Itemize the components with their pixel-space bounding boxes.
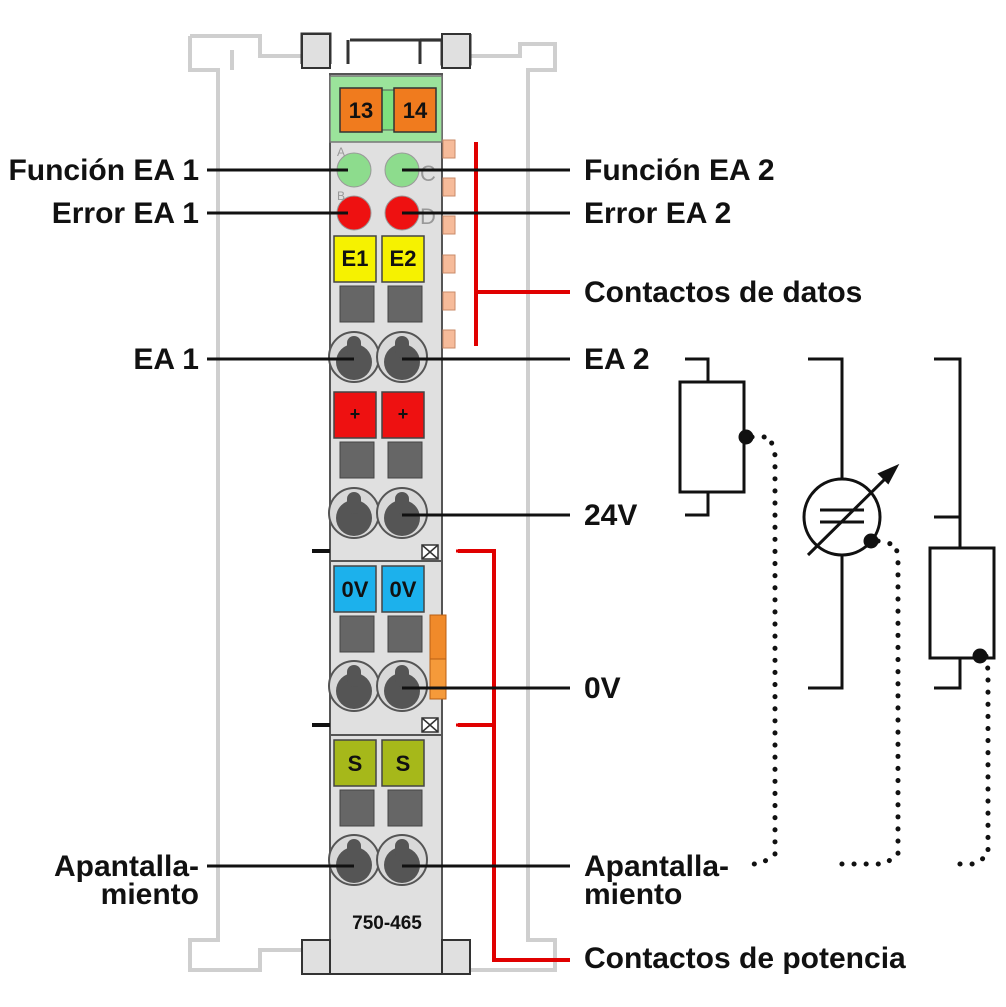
led-letter-c: C bbox=[420, 161, 436, 186]
led-letter-a: A bbox=[337, 145, 345, 159]
label-ea2: EA 2 bbox=[584, 343, 650, 376]
terminal-e1-label: E1 bbox=[342, 246, 369, 271]
label-contactos-datos: Contactos de datos bbox=[584, 276, 862, 309]
terminal-plus-2-label: + bbox=[398, 404, 409, 424]
label-apantallamiento-right-1: Apantalla- bbox=[584, 850, 729, 883]
terminal-group-s: S S bbox=[328, 739, 428, 886]
terminal-0v-2-label: 0V bbox=[390, 577, 417, 602]
resistor-symbol bbox=[928, 357, 996, 690]
terminal-13-label: 13 bbox=[349, 98, 373, 123]
label-apantallamiento-left-1: Apantalla- bbox=[54, 850, 199, 883]
data-contacts-bracket bbox=[474, 142, 570, 346]
terminal-group-plus: + + bbox=[328, 391, 428, 539]
label-apantallamiento-left-2: miento bbox=[101, 878, 199, 911]
terminal-s-1-label: S bbox=[348, 751, 363, 776]
terminal-13-block bbox=[339, 87, 383, 133]
terminal-14-block bbox=[393, 87, 437, 133]
terminal-group-e: E1 E2 bbox=[328, 235, 428, 383]
terminal-e2-label: E2 bbox=[390, 246, 417, 271]
model-number: 750-465 bbox=[352, 913, 422, 934]
header-terminals: 13 14 bbox=[339, 87, 437, 133]
leader-lines bbox=[207, 168, 570, 868]
label-24v: 24V bbox=[584, 499, 637, 532]
potentiometer-symbol bbox=[678, 357, 754, 517]
power-contacts-bracket bbox=[458, 549, 570, 962]
label-ea1: EA 1 bbox=[133, 343, 199, 376]
label-contactos-potencia: Contactos de potencia bbox=[584, 942, 906, 975]
shield-dotted-lines bbox=[745, 434, 991, 867]
terminal-0v-1-label: 0V bbox=[342, 577, 369, 602]
label-funcion-ea1: Función EA 1 bbox=[8, 154, 199, 187]
led-letter-b: B bbox=[337, 189, 345, 203]
label-0v: 0V bbox=[584, 672, 621, 705]
label-error-ea1: Error EA 1 bbox=[52, 197, 199, 230]
terminal-group-0v: 0V 0V bbox=[328, 565, 428, 712]
label-error-ea2: Error EA 2 bbox=[584, 197, 731, 230]
data-contact-pins bbox=[442, 139, 456, 349]
label-apantallamiento-right-2: miento bbox=[584, 878, 682, 911]
terminal-14-label: 14 bbox=[403, 98, 428, 123]
terminal-s-2-label: S bbox=[396, 751, 411, 776]
label-funcion-ea2: Función EA 2 bbox=[584, 154, 775, 187]
led-letter-d: D bbox=[420, 204, 436, 229]
terminal-plus-1-label: + bbox=[350, 404, 361, 424]
variable-sensor-symbol bbox=[802, 357, 900, 690]
